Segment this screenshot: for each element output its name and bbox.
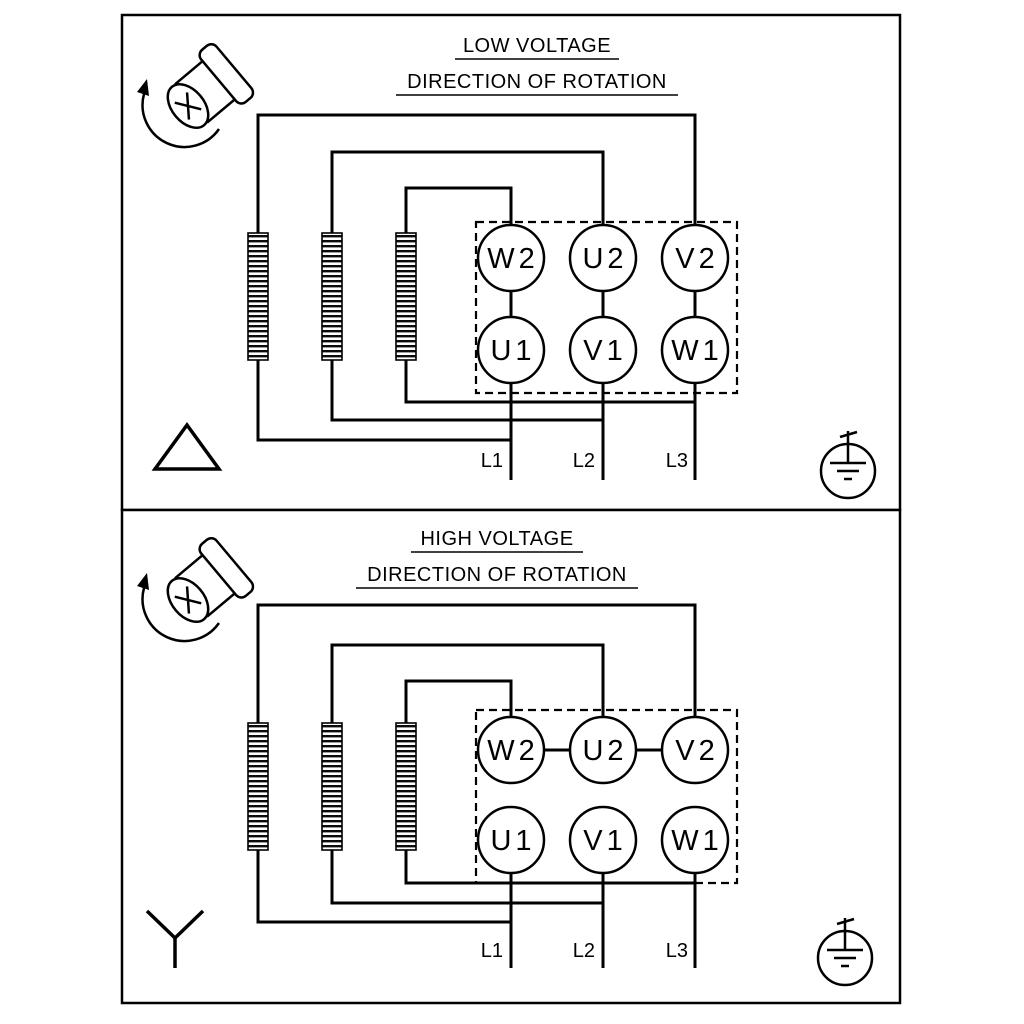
- winding-coil: [321, 232, 343, 361]
- delta-connection-icon: [151, 422, 223, 471]
- rotation-arrowhead: [137, 79, 149, 96]
- terminal-label: V1: [583, 825, 626, 857]
- star-connection-icon: [145, 909, 205, 968]
- shaft-face-cross: [185, 92, 191, 120]
- terminal-u2-low: U2: [568, 223, 638, 293]
- terminal-label: U2: [582, 243, 627, 275]
- rotation-direction-icon: [137, 42, 255, 149]
- top-wires: [256, 603, 697, 723]
- terminal-w1-high: W1: [660, 805, 730, 875]
- winding-coil: [395, 722, 417, 851]
- panel-subtitle: DIRECTION OF ROTATION: [407, 71, 667, 93]
- motor-windings: [247, 232, 417, 361]
- terminal-label: V1: [583, 335, 626, 367]
- terminal-label: W1: [671, 825, 723, 857]
- shaft-body-line: [174, 57, 207, 86]
- rotation-arrow-arc: [141, 587, 221, 643]
- supply-label-l3: L3: [666, 940, 688, 962]
- terminal-board-outline: [474, 708, 739, 885]
- rotation-arrow-arc: [141, 93, 221, 149]
- wire-coil3-w1: [404, 360, 695, 404]
- high-voltage-panel: HIGH VOLTAGE DIRECTION OF ROTATION: [120, 508, 902, 1005]
- delta-jumpers: [509, 291, 697, 317]
- wire-coil2-v1: [330, 850, 603, 905]
- wire-coil3-w2: [404, 679, 513, 723]
- wire-coil3-w2: [404, 186, 513, 233]
- motor-windings: [247, 722, 417, 851]
- winding-coil: [247, 232, 269, 361]
- supply-label-l2: L2: [573, 450, 595, 472]
- supply-label-l1: L1: [481, 450, 503, 472]
- wire-coil1-u1: [256, 360, 511, 442]
- wire-coil1-u1: [256, 850, 511, 924]
- wire-coil2-u2: [330, 150, 605, 233]
- protective-earth-icon: [819, 430, 877, 500]
- shaft-body-line: [174, 551, 207, 580]
- winding-coil: [247, 722, 269, 851]
- terminal-label: W2: [487, 243, 539, 275]
- top-wires: [256, 113, 697, 233]
- supply-label-l2: L2: [573, 940, 595, 962]
- terminal-u2-high: U2: [568, 715, 638, 785]
- terminal-label: U1: [490, 335, 535, 367]
- panel-title: HIGH VOLTAGE: [420, 528, 573, 550]
- supply-label-l3: L3: [666, 450, 688, 472]
- winding-coil: [321, 722, 343, 851]
- terminal-v1-low: V1: [568, 315, 638, 385]
- protective-earth-icon: [816, 917, 874, 987]
- terminal-label: U1: [490, 825, 535, 857]
- wire-coil1-v2: [256, 603, 697, 723]
- low-voltage-panel: LOW VOLTAGE DIRECTION OF ROTATION: [120, 13, 902, 512]
- terminal-v2-high: V2: [660, 715, 730, 785]
- shaft-body-line: [206, 589, 239, 618]
- shaft-face-cross: [185, 586, 191, 614]
- terminal-w2-low: W2: [476, 223, 546, 293]
- terminal-label: V2: [675, 735, 718, 767]
- wire-coil2-u2: [330, 643, 605, 723]
- terminal-label: U2: [582, 735, 627, 767]
- rotation-arrowhead: [137, 573, 149, 590]
- wire-coil1-v2: [256, 113, 697, 233]
- terminal-v2-low: V2: [660, 223, 730, 293]
- terminal-label: V2: [675, 243, 718, 275]
- terminal-w1-low: W1: [660, 315, 730, 385]
- shaft-body-line: [206, 95, 239, 124]
- terminal-w2-high: W2: [476, 715, 546, 785]
- winding-coil: [395, 232, 417, 361]
- shaft-flange: [198, 536, 255, 599]
- bottom-wires: [256, 850, 697, 968]
- terminal-label: W2: [487, 735, 539, 767]
- panel-subtitle: DIRECTION OF ROTATION: [367, 564, 627, 586]
- wire-coil2-v1: [330, 360, 603, 422]
- panel-title: LOW VOLTAGE: [463, 35, 611, 57]
- terminal-u1-high: U1: [476, 805, 546, 875]
- terminal-u1-low: U1: [476, 315, 546, 385]
- shaft-flange: [198, 42, 255, 105]
- terminal-label: W1: [671, 335, 723, 367]
- supply-label-l1: L1: [481, 940, 503, 962]
- bottom-wires: [256, 360, 697, 480]
- terminal-board-outline: [474, 220, 739, 395]
- rotation-direction-icon: [137, 536, 255, 643]
- terminal-v1-high: V1: [568, 805, 638, 875]
